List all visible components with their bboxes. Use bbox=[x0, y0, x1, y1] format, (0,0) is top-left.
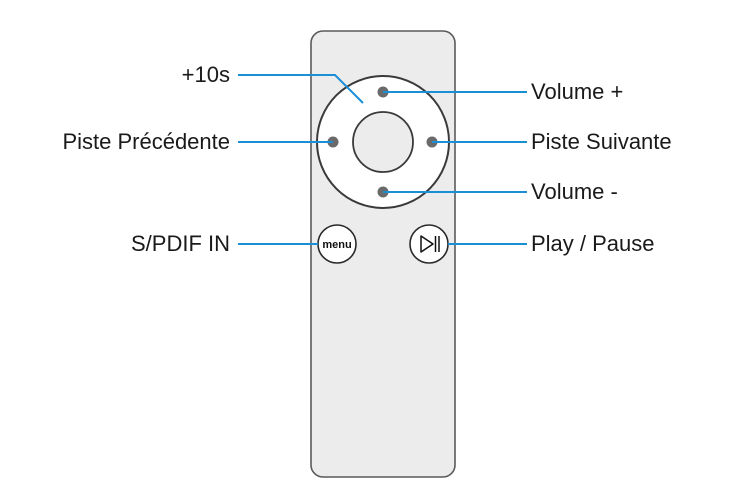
label-previous-track: Piste Précédente bbox=[62, 129, 230, 154]
label-skip-10s: +10s bbox=[182, 62, 230, 87]
label-play-pause: Play / Pause bbox=[531, 231, 655, 256]
center-button[interactable] bbox=[352, 111, 414, 173]
leader-skip-10s bbox=[238, 74, 364, 104]
menu-button-label: menu bbox=[322, 239, 351, 251]
label-volume-up: Volume + bbox=[531, 79, 623, 104]
menu-button[interactable]: menu bbox=[317, 224, 357, 264]
play-pause-icon bbox=[420, 235, 440, 253]
label-spdif-in: S/PDIF IN bbox=[131, 231, 230, 256]
label-volume-down: Volume - bbox=[531, 179, 618, 204]
label-next-track: Piste Suivante bbox=[531, 129, 672, 154]
leader-lines bbox=[238, 74, 527, 245]
play-pause-button[interactable] bbox=[409, 224, 449, 264]
